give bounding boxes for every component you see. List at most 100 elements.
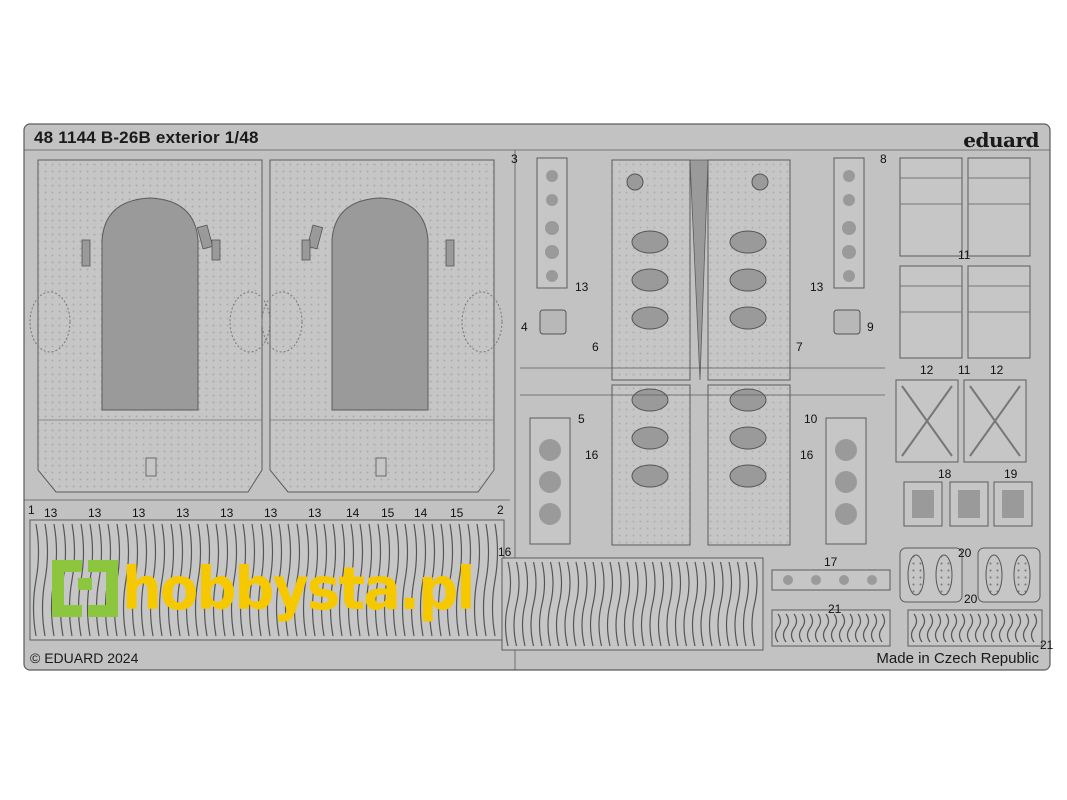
part-number-2: 2 bbox=[497, 503, 504, 517]
etched-strip bbox=[700, 561, 707, 647]
part-number-13-s4: 13 bbox=[176, 506, 190, 520]
etched-strip bbox=[742, 561, 750, 647]
fret-title: 48 1144 B-26B exterior 1/48 bbox=[34, 128, 259, 147]
etched-strip bbox=[717, 561, 724, 647]
etched-strip bbox=[547, 561, 554, 647]
part-number-15-s2: 15 bbox=[450, 506, 464, 520]
part-number-8: 8 bbox=[880, 152, 887, 166]
part-number-13a: 13 bbox=[575, 280, 589, 294]
part-number-16a: 16 bbox=[585, 448, 599, 462]
etched-strip bbox=[910, 613, 918, 643]
strip-frame bbox=[501, 557, 764, 651]
etched-strip bbox=[392, 523, 400, 637]
etched-strip bbox=[950, 613, 958, 643]
part-number-18: 18 bbox=[938, 467, 952, 481]
etched-strip bbox=[683, 561, 690, 647]
etched-strip bbox=[974, 613, 982, 643]
brand-logo: eduard bbox=[963, 128, 1039, 152]
etched-strip bbox=[302, 523, 310, 637]
part-number-13-s1: 13 bbox=[44, 506, 58, 520]
part-number-13-s3: 13 bbox=[132, 506, 146, 520]
etched-strip bbox=[513, 561, 520, 647]
etched-strip bbox=[1030, 613, 1038, 643]
etched-strip bbox=[657, 561, 665, 647]
strip-row-21a bbox=[771, 609, 891, 647]
etched-strip bbox=[942, 613, 950, 643]
etched-strip bbox=[530, 561, 537, 647]
etched-strip bbox=[410, 523, 418, 637]
etched-strip bbox=[383, 523, 391, 637]
etched-strip bbox=[958, 613, 966, 643]
etched-strip bbox=[734, 561, 741, 647]
etched-strip bbox=[338, 523, 346, 637]
part-number-13-s6: 13 bbox=[264, 506, 278, 520]
etched-strip bbox=[966, 613, 974, 643]
part-number-21a: 21 bbox=[828, 602, 842, 616]
watermark-text: hobbysta.pl bbox=[122, 555, 475, 624]
etched-strip bbox=[822, 613, 830, 643]
etched-strip bbox=[167, 523, 175, 637]
part-number-13-s7: 13 bbox=[308, 506, 322, 520]
etched-strip bbox=[870, 613, 878, 643]
etched-strip bbox=[1006, 613, 1014, 643]
etched-strip bbox=[464, 523, 472, 637]
etched-strip bbox=[194, 523, 202, 637]
door-1-cutout bbox=[101, 197, 199, 411]
etched-strip bbox=[854, 613, 862, 643]
etched-strip bbox=[521, 561, 529, 647]
etched-strip bbox=[176, 523, 184, 637]
rib-10 bbox=[825, 417, 867, 545]
hatch-11-group bbox=[899, 157, 1031, 359]
watermark: hobbysta.pl bbox=[122, 550, 475, 630]
etched-strip bbox=[401, 523, 409, 637]
part-number-5: 5 bbox=[578, 412, 585, 426]
etched-strip bbox=[239, 523, 247, 637]
etched-strip bbox=[149, 523, 157, 637]
etched-strip bbox=[311, 523, 319, 637]
etched-strip bbox=[356, 523, 364, 637]
etched-strip bbox=[203, 523, 211, 637]
etched-strip bbox=[862, 613, 870, 643]
part-number-14-s1: 14 bbox=[346, 506, 360, 520]
etched-strip bbox=[347, 523, 355, 637]
etched-strip bbox=[455, 523, 463, 637]
etched-strip bbox=[990, 613, 998, 643]
etched-strip bbox=[878, 613, 886, 643]
part-number-11b: 11 bbox=[958, 363, 971, 377]
etched-strip bbox=[428, 523, 436, 637]
etched-strip bbox=[998, 613, 1006, 643]
door-panel-2 bbox=[261, 159, 503, 493]
strip-row-center bbox=[501, 557, 764, 651]
door-2-cutout bbox=[331, 197, 429, 411]
etched-strip bbox=[32, 523, 40, 637]
strip-frame bbox=[771, 609, 891, 647]
mesh-20 bbox=[899, 547, 1041, 603]
bay-center-gap bbox=[689, 159, 709, 381]
rib-8 bbox=[833, 157, 865, 289]
strip-frame bbox=[907, 609, 1043, 647]
part-number-16b: 16 bbox=[800, 448, 814, 462]
etched-strip bbox=[640, 561, 648, 647]
etched-strip bbox=[606, 561, 614, 647]
etched-strip bbox=[131, 523, 139, 637]
hinges-17 bbox=[771, 569, 891, 591]
etched-strip bbox=[666, 561, 673, 647]
part-number-12a: 12 bbox=[920, 363, 934, 377]
etched-strip bbox=[615, 561, 622, 647]
frame-18-19 bbox=[903, 481, 1033, 527]
bay-panel-left bbox=[611, 159, 691, 546]
etched-strip bbox=[623, 561, 631, 647]
etched-strip bbox=[284, 523, 292, 637]
etched-strip bbox=[782, 613, 790, 643]
etched-strip bbox=[589, 561, 597, 647]
watermark-logo-icon bbox=[52, 560, 118, 617]
etched-strip bbox=[365, 523, 373, 637]
etched-strip bbox=[632, 561, 639, 647]
etched-strip bbox=[122, 523, 130, 637]
etched-strip bbox=[419, 523, 427, 637]
etched-strip bbox=[598, 561, 605, 647]
etched-strip bbox=[538, 561, 546, 647]
part-number-7: 7 bbox=[796, 340, 803, 354]
etched-strip bbox=[212, 523, 220, 637]
etched-strip bbox=[774, 613, 782, 643]
